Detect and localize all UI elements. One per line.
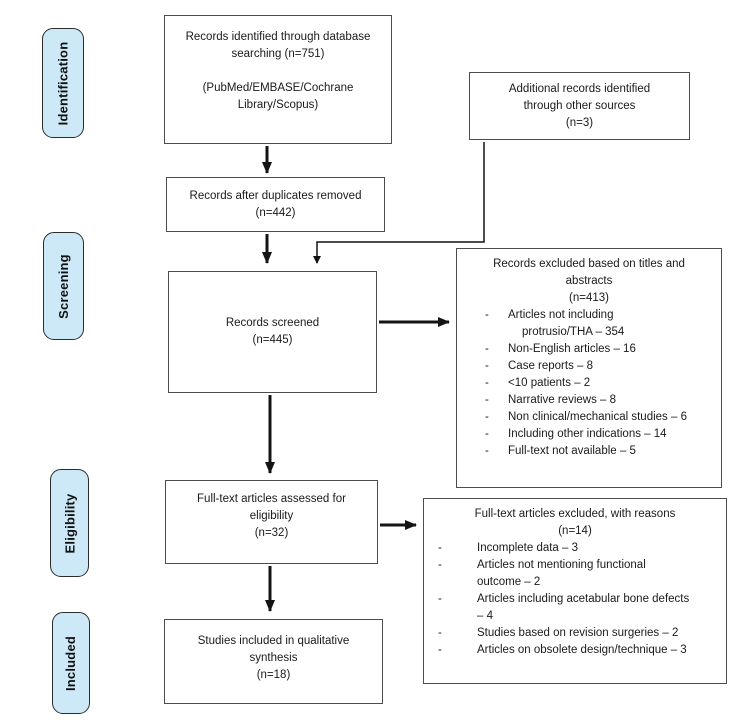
bullet-marker: -	[485, 343, 489, 355]
box-text-line: Records screened	[225, 317, 320, 329]
stage-included: Included	[52, 612, 90, 714]
bullet-marker: -	[438, 627, 442, 639]
stage-screening-label: Screening	[56, 253, 71, 319]
list-item-text: Narrative reviews – 8	[508, 394, 617, 406]
box-text-line: (n=445)	[252, 334, 293, 346]
list-item: - Articles on obsolete design/technique …	[438, 642, 722, 659]
bullet-marker: -	[485, 394, 489, 406]
box-text-line: Records excluded based on titles and	[493, 258, 685, 270]
list-item-text: Articles on obsolete design/technique – …	[477, 644, 687, 656]
list-item: - Non-English articles – 16	[485, 341, 717, 358]
stage-eligibility-label: Eligibility	[62, 493, 78, 553]
box-text-line	[165, 63, 391, 80]
box-additional-records: Additional records identified through ot…	[469, 72, 690, 140]
stage-included-label: Included	[63, 635, 79, 691]
bullet-marker: -	[485, 377, 489, 389]
list-item: - Articles not mentioning functional out…	[438, 557, 722, 591]
list-item-text: Non-English articles – 16	[508, 343, 636, 355]
bullet-marker: -	[485, 360, 489, 372]
list-item: - Non clinical/mechanical studies – 6	[485, 409, 717, 426]
list-item: - Case reports – 8	[485, 358, 717, 375]
bullet-marker: -	[485, 309, 489, 321]
list-item: - Including other indications – 14	[485, 426, 717, 443]
excluded-reasons-list: - Articles not including protrusio/THA –…	[457, 307, 721, 460]
list-item: - Studies based on revision surgeries – …	[438, 625, 722, 642]
list-item-text: Articles including acetabular bone defec…	[477, 593, 690, 605]
list-item: - <10 patients – 2	[485, 375, 717, 392]
box-text-line: searching (n=751)	[231, 48, 325, 60]
box-text-line: Additional records identified	[508, 82, 651, 95]
list-item-text: Full-text not available – 5	[508, 445, 636, 457]
box-text-line: (n=32)	[254, 527, 289, 539]
box-text-line: (n=18)	[256, 669, 291, 681]
box-text-line: Library/Scopus)	[237, 99, 319, 111]
box-text-line: Studies included in qualitative	[197, 635, 350, 647]
list-item-text: Including other indications – 14	[508, 428, 667, 440]
stage-screening: Screening	[43, 232, 84, 340]
list-item-text: Studies based on revision surgeries – 2	[477, 627, 679, 639]
excluded-heading: Records excluded based on titles and abs…	[457, 256, 721, 307]
bullet-marker: -	[438, 559, 442, 571]
list-item-text: outcome – 2	[477, 576, 541, 588]
bullet-marker: -	[438, 593, 442, 605]
box-text-line: Records identified through database	[185, 31, 371, 43]
box-text-line: (n=14)	[558, 525, 592, 537]
list-item-text: Incomplete data – 3	[477, 542, 579, 554]
bullet-marker: -	[485, 445, 489, 457]
list-item-text: protrusio/THA – 354	[522, 326, 625, 338]
box-text-line: synthesis	[249, 652, 298, 664]
box-fulltext-excluded: Full-text articles excluded, with reason…	[423, 498, 727, 684]
box-text-line: (n=442)	[255, 206, 296, 219]
stage-identification-label: Identification	[55, 41, 71, 125]
excluded-heading: Full-text articles excluded, with reason…	[424, 506, 726, 540]
list-item-text: Non clinical/mechanical studies – 6	[508, 411, 687, 423]
box-text-line: (n=3)	[565, 116, 594, 129]
box-text-line: (n=413)	[569, 292, 609, 304]
box-text-line: (PubMed/EMBASE/Cochrane	[202, 82, 354, 94]
list-item-text: – 4	[477, 610, 493, 622]
list-item: - Incomplete data – 3	[438, 540, 722, 557]
list-item-text: Articles not including	[508, 309, 614, 321]
box-text-line: through other sources	[523, 99, 636, 112]
box-text-line: abstracts	[565, 275, 613, 287]
box-text-line: Full-text articles excluded, with reason…	[474, 508, 676, 520]
box-records-screened: Records screened (n=445)	[168, 271, 377, 393]
bullet-marker: -	[485, 428, 489, 440]
box-studies-included: Studies included in qualitative synthesi…	[164, 619, 383, 704]
list-item: - Full-text not available – 5	[485, 443, 717, 460]
list-item: - Narrative reviews – 8	[485, 392, 717, 409]
excluded-reasons-list: - Incomplete data – 3 - Articles not men…	[424, 540, 726, 659]
list-item: - Articles including acetabular bone def…	[438, 591, 722, 625]
list-item-text: <10 patients – 2	[508, 377, 591, 389]
bullet-marker: -	[438, 644, 442, 656]
list-item-text: Articles not mentioning functional	[477, 559, 646, 571]
stage-eligibility: Eligibility	[50, 469, 89, 577]
box-duplicates-removed: Records after duplicates removed (n=442)	[166, 177, 385, 232]
box-text-line: Full-text articles assessed for	[197, 493, 346, 505]
stage-identification: Identification	[42, 28, 84, 138]
list-item: - Articles not including protrusio/THA –…	[485, 307, 717, 341]
box-text-line: eligibility	[249, 510, 294, 522]
box-text-line: Records after duplicates removed	[189, 189, 362, 202]
list-item-text: Case reports – 8	[508, 360, 594, 372]
bullet-marker: -	[438, 542, 442, 554]
bullet-marker: -	[485, 411, 489, 423]
box-records-identified: Records identified through database sear…	[164, 15, 392, 144]
box-records-excluded: Records excluded based on titles and abs…	[456, 248, 722, 488]
box-fulltext-assessed: Full-text articles assessed for eligibil…	[165, 480, 378, 564]
